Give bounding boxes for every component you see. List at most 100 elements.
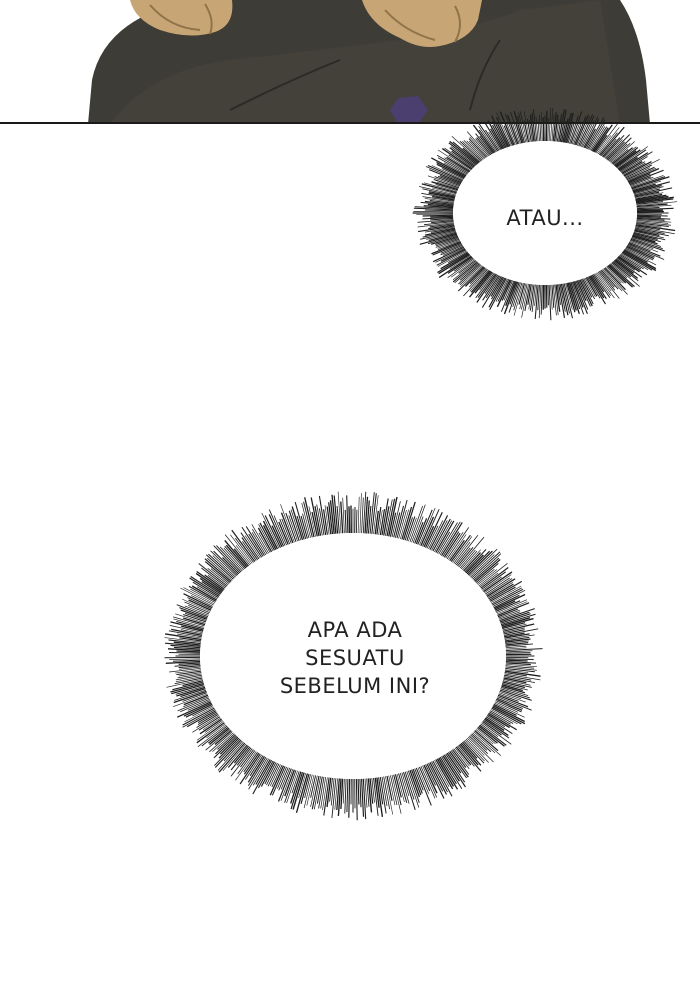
burst-line xyxy=(504,634,535,640)
burst-line xyxy=(499,111,515,146)
burst-line xyxy=(501,685,526,694)
burst-line xyxy=(574,116,587,146)
burst-line xyxy=(619,151,653,172)
burst-line xyxy=(311,775,320,810)
burst-line xyxy=(552,112,557,142)
burst-line xyxy=(219,736,239,755)
burst-line xyxy=(570,111,583,145)
burst-line xyxy=(219,546,243,572)
burst-line xyxy=(498,611,521,620)
burst-line xyxy=(584,277,596,298)
burst-line xyxy=(488,712,518,731)
burst-line xyxy=(239,753,261,785)
burst-line xyxy=(340,778,344,809)
burst-line xyxy=(333,495,339,534)
burst-line xyxy=(469,548,498,577)
burst-line xyxy=(621,252,653,271)
burst-line xyxy=(216,545,242,573)
burst-line xyxy=(242,541,257,561)
burst-line xyxy=(320,776,327,809)
burst-line xyxy=(468,140,486,159)
burst-line xyxy=(505,645,527,649)
burst-line xyxy=(553,114,559,142)
burst-line xyxy=(635,194,667,201)
burst-line xyxy=(459,549,476,569)
burst-line xyxy=(404,517,413,541)
burst-line xyxy=(269,764,281,787)
hair-right xyxy=(362,0,482,47)
burst-line xyxy=(632,233,661,243)
burst-line xyxy=(498,692,526,703)
burst-line xyxy=(271,525,283,548)
burst-line xyxy=(303,501,313,538)
burst-line xyxy=(477,726,498,744)
burst-line xyxy=(184,706,214,723)
burst-line xyxy=(570,281,581,310)
burst-line xyxy=(556,284,561,305)
burst-line xyxy=(613,260,639,282)
burst-line xyxy=(407,770,420,803)
burst-line xyxy=(444,157,470,173)
burst-line xyxy=(505,667,535,673)
burst-line xyxy=(258,532,271,553)
burst-line xyxy=(504,669,529,674)
bubble-text-2: APA ADA SESUATU SEBELUM INI? xyxy=(279,618,431,698)
burst-line xyxy=(417,222,454,228)
burst-line xyxy=(500,280,515,312)
burst-line xyxy=(374,510,379,535)
burst-line xyxy=(424,226,455,233)
burst-line xyxy=(612,261,632,278)
burst-line xyxy=(428,224,455,230)
burst-line xyxy=(218,737,240,759)
burst-line xyxy=(633,188,661,196)
burst-line xyxy=(290,771,304,810)
burst-line xyxy=(504,113,517,145)
burst-line xyxy=(462,549,481,571)
burst-line xyxy=(519,111,528,143)
burst-line xyxy=(635,196,674,203)
burst-line xyxy=(491,115,509,148)
burst-line xyxy=(318,508,325,536)
burst-line xyxy=(425,764,437,786)
burst-line xyxy=(479,272,494,291)
burst-line xyxy=(632,180,661,191)
burst-line xyxy=(257,760,274,789)
burst-line xyxy=(440,244,463,256)
burst-line xyxy=(427,175,460,188)
burst-line xyxy=(428,762,444,792)
burst-line xyxy=(436,531,451,554)
burst-line xyxy=(531,284,536,313)
burst-line xyxy=(430,217,454,221)
burst-line xyxy=(636,215,661,218)
burst-line xyxy=(491,587,522,605)
burst-line xyxy=(218,742,246,773)
burst-line xyxy=(428,520,444,550)
burst-line xyxy=(505,663,537,668)
burst-line xyxy=(457,266,484,292)
burst-line xyxy=(448,154,472,171)
burst-line xyxy=(469,136,488,157)
burst-line xyxy=(609,263,635,288)
burst-line xyxy=(485,716,513,734)
burst-line xyxy=(438,240,461,251)
burst-line xyxy=(460,742,482,766)
burst-line xyxy=(449,140,478,165)
burst-line xyxy=(386,775,393,801)
burst-line xyxy=(623,249,648,263)
burst-line xyxy=(393,774,402,806)
burst-line xyxy=(496,122,510,148)
burst-line xyxy=(505,640,529,645)
burst-line xyxy=(210,568,230,585)
burst-line xyxy=(424,511,443,548)
burst-line xyxy=(364,778,368,808)
burst-line xyxy=(184,601,210,614)
burst-line xyxy=(585,117,605,149)
burst-line xyxy=(628,173,651,184)
burst-line xyxy=(554,284,559,315)
burst-line xyxy=(421,192,455,200)
burst-line xyxy=(622,161,646,175)
burst-line xyxy=(534,284,539,320)
burst-line xyxy=(255,759,271,785)
burst-line xyxy=(437,157,468,175)
burst-line xyxy=(490,128,504,150)
